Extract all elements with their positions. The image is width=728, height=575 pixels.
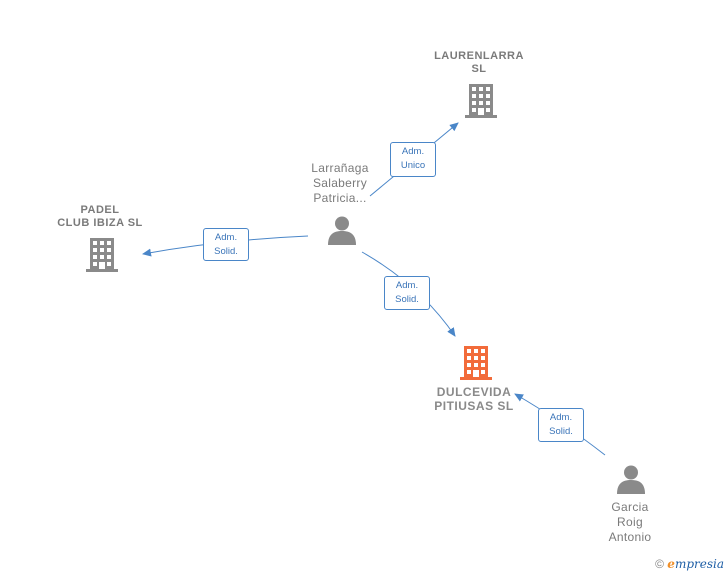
- company-label-padel[interactable]: PADEL CLUB IBIZA SL: [57, 204, 143, 229]
- edge-label-line1: Adm.: [395, 280, 419, 291]
- edge-label-line1: Adm.: [549, 412, 573, 423]
- edge-label-line1: Adm.: [401, 146, 425, 157]
- company-label-laurenlarra[interactable]: LAURENLARRA SL: [434, 50, 524, 75]
- building-icon-dulcevida[interactable]: [460, 346, 492, 380]
- edge-label-line2: Unico: [400, 160, 426, 171]
- edge-label-line2: Solid.: [395, 294, 419, 305]
- edge-label-line2: Solid.: [214, 246, 238, 257]
- building-icon-laurenlarra[interactable]: [465, 84, 497, 118]
- person-label-larranaga[interactable]: Larrañaga Salaberry Patricia...: [311, 161, 369, 205]
- person-label-garcia[interactable]: Garcia Roig Antonio: [608, 500, 652, 544]
- empresia-logo: empresia: [667, 557, 724, 571]
- edge-label-adm-solid-garcia: Adm. Solid.: [538, 408, 584, 442]
- building-icon-padel[interactable]: [86, 238, 118, 272]
- company-label-dulcevida[interactable]: DULCEVIDA PITIUSAS SL: [434, 385, 514, 413]
- edge-label-adm-solid-dulce: Adm. Solid.: [384, 276, 430, 310]
- person-icon-garcia[interactable]: [617, 465, 645, 495]
- edge-label-adm-solid-padel: Adm. Solid.: [203, 228, 249, 261]
- footer-brand[interactable]: © empresia: [655, 557, 724, 571]
- copyright-icon: ©: [655, 557, 664, 571]
- person-icon-larranaga[interactable]: [328, 216, 356, 246]
- edge-label-line1: Adm.: [214, 232, 238, 243]
- edge-label-line2: Solid.: [549, 426, 573, 437]
- edge-label-adm-unico: Adm. Unico: [390, 142, 436, 177]
